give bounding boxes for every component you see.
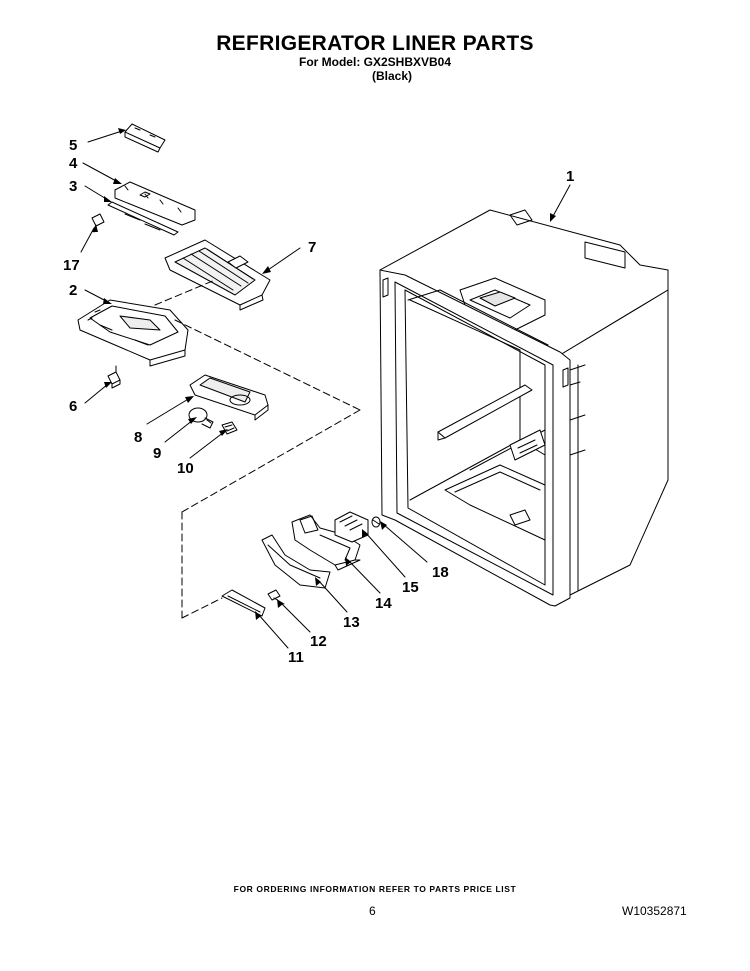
callout-10: 10	[177, 460, 194, 477]
part-13	[261, 534, 331, 589]
part-11	[221, 589, 266, 617]
part-12	[267, 589, 285, 605]
callout-7: 7	[308, 239, 316, 256]
part-14	[291, 514, 361, 571]
callout-17: 17	[63, 257, 80, 274]
callout-6: 6	[69, 398, 77, 415]
callout-13: 13	[343, 614, 360, 631]
part-5	[124, 123, 166, 153]
document-number: W10352871	[622, 904, 687, 918]
callout-14: 14	[375, 595, 392, 612]
page-number: 6	[369, 904, 376, 918]
callout-4: 4	[69, 155, 78, 172]
callout-3: 3	[69, 178, 77, 195]
callout-5: 5	[69, 137, 77, 154]
ordering-note: FOR ORDERING INFORMATION REFER TO PARTS …	[233, 884, 517, 894]
callout-8: 8	[134, 429, 142, 446]
part-7	[164, 239, 271, 311]
part-2	[77, 299, 189, 367]
callout-9: 9	[153, 445, 161, 462]
page-title: REFRIGERATOR LINER PARTS	[216, 32, 534, 55]
arrowheads	[92, 128, 556, 620]
part-1-liner	[379, 209, 669, 607]
part-15	[334, 511, 369, 543]
part-3	[107, 201, 179, 236]
part-8	[189, 374, 269, 421]
callout-labels: 1 2 3 4 5 6 7 8 9 10 11 12 13 14 15 17 1…	[63, 137, 574, 666]
part-18	[371, 516, 381, 528]
callout-12: 12	[310, 633, 327, 650]
callout-1: 1	[566, 168, 574, 185]
callout-18: 18	[432, 564, 449, 581]
model-variant: (Black)	[372, 69, 413, 83]
callout-2: 2	[69, 282, 77, 299]
callout-15: 15	[402, 579, 419, 596]
part-4	[114, 181, 196, 226]
part-6	[107, 365, 121, 389]
callout-11: 11	[288, 649, 304, 666]
model-line: For Model: GX2SHBXVB04	[298, 55, 452, 69]
assembly-dash-lines	[154, 279, 361, 619]
